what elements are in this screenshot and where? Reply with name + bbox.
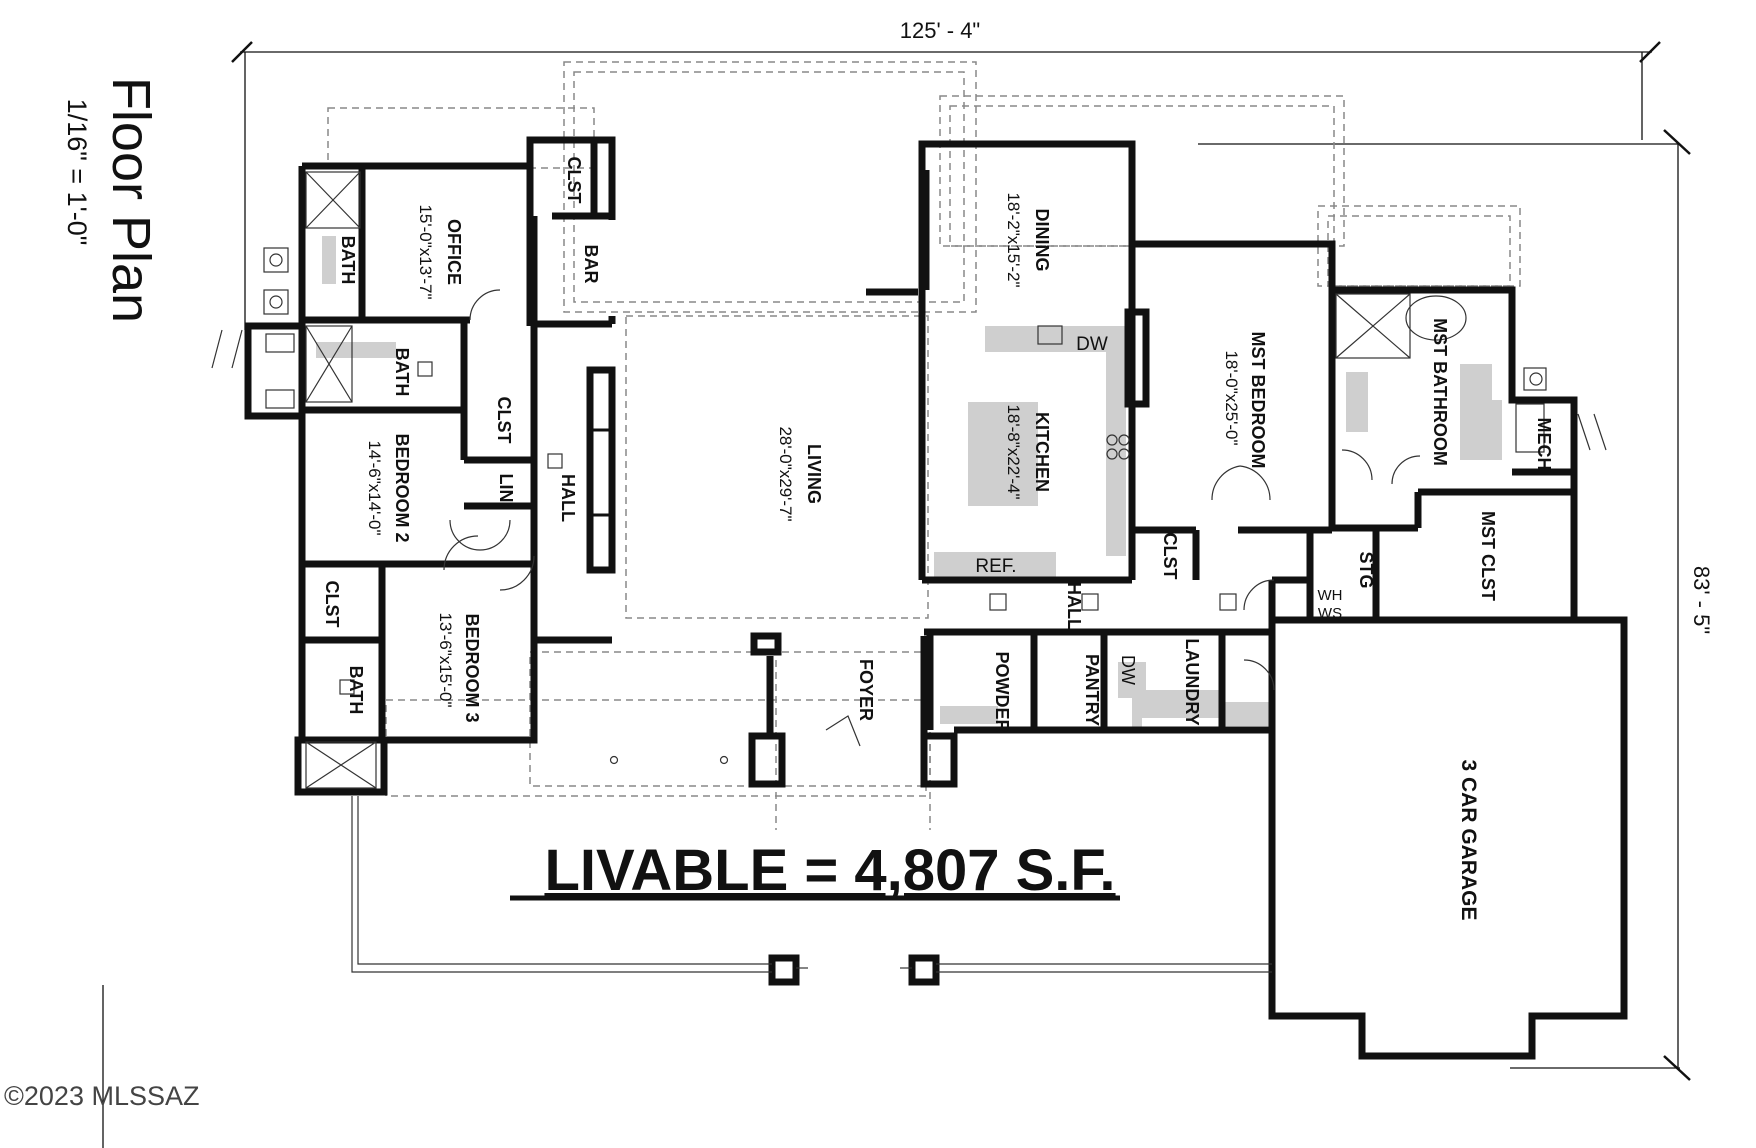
room-label-pantry: PANTRY	[1082, 654, 1102, 726]
room-label-stg: STG	[1356, 551, 1376, 588]
room-label-bath-office: BATH	[338, 236, 358, 285]
room-label-clst-mst: CLST	[1160, 533, 1180, 580]
room-label-wh: WH	[1318, 587, 1343, 604]
overall-depth-dimension: 83' - 5"	[1689, 566, 1714, 634]
room-label-dw-pantry: DW	[1118, 655, 1138, 685]
room-label-clst-b3: CLST	[322, 581, 342, 628]
room-size-bedroom3: 13'-6"x15'-0"	[436, 612, 455, 707]
room-label-clst-b2: CLST	[494, 397, 514, 444]
room-size-kitchen: 18'-8"x22'-4"	[1004, 404, 1023, 499]
room-label-lin: LIN	[496, 474, 516, 503]
room-label-bath-2: BATH	[392, 348, 412, 397]
room-label-foyer: FOYER	[856, 659, 876, 721]
room-labels: OFFICE 15'-0"x13'-7" BATH CLST BAR BATH …	[322, 157, 1554, 921]
showers	[305, 171, 1411, 789]
room-label-dw-kitchen: DW	[1076, 334, 1108, 355]
room-label-bar: BAR	[581, 245, 601, 284]
fixtures	[263, 247, 1547, 765]
room-label-hall-left: HALL	[558, 474, 578, 522]
livable-area: LIVABLE = 4,807 S.F.	[544, 838, 1115, 903]
walls	[244, 136, 1628, 1060]
room-size-office: 15'-0"x13'-7"	[416, 204, 435, 299]
room-label-powder: POWDER	[992, 652, 1012, 733]
overall-width-dimension: 125' - 4"	[900, 18, 981, 43]
dimension-lines	[102, 41, 1691, 1148]
room-label-hall-center: HALL	[1064, 582, 1084, 630]
room-label-ref: REF.	[975, 556, 1016, 577]
door-swings	[211, 289, 1607, 747]
room-size-bedroom2: 14'-6"x14'-0"	[365, 440, 384, 535]
counters	[316, 236, 1502, 728]
room-label-mst-clst: MST CLST	[1478, 511, 1498, 601]
room-label-ws: WS	[1318, 605, 1342, 622]
room-size-mst-bedroom: 18'-0"x25'-0"	[1222, 350, 1241, 445]
porch-rails	[351, 796, 1272, 973]
room-label-dining: DINING	[1032, 209, 1052, 272]
room-label-living: LIVING	[804, 444, 824, 504]
room-label-mst-bedroom: MST BEDROOM	[1248, 332, 1268, 469]
scale-note: 1/16" = 1'-0"	[62, 99, 92, 246]
room-label-bedroom3: BEDROOM 3	[462, 613, 482, 722]
room-label-bath-3: BATH	[346, 666, 366, 715]
room-label-bedroom2: BEDROOM 2	[392, 433, 412, 542]
room-label-mst-bathroom: MST BATHROOM	[1430, 318, 1450, 466]
room-label-mech: MECH	[1534, 418, 1554, 471]
room-label-clst-bar: CLST	[564, 157, 584, 204]
room-label-laundry: LAUNDRY	[1182, 638, 1202, 725]
page-title: Floor Plan	[101, 77, 161, 323]
room-size-living: 28'-0"x29'-7"	[776, 426, 795, 521]
room-label-office: OFFICE	[444, 219, 464, 285]
room-label-kitchen: KITCHEN	[1032, 412, 1052, 492]
room-label-garage: 3 CAR GARAGE	[1457, 759, 1480, 920]
watermark: ©2023 MLSSAZ	[4, 1081, 200, 1111]
room-size-dining: 18'-2"x15'-2"	[1004, 192, 1023, 287]
